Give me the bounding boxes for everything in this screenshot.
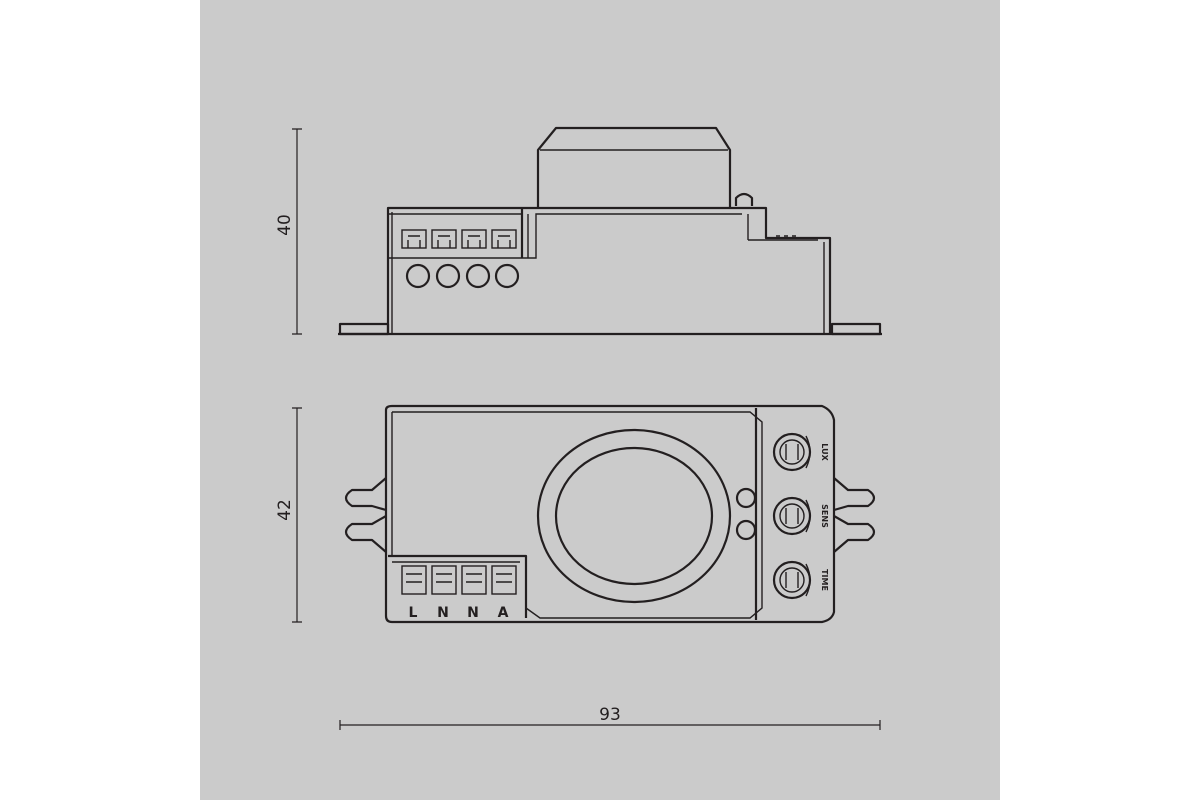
dimension-depth [292, 407, 302, 623]
terminal-label-a: A [498, 605, 509, 621]
terminal-label-n1: N [437, 605, 449, 621]
side-view [338, 126, 882, 336]
terminal-label-l: L [409, 605, 418, 621]
dimension-width [339, 720, 881, 730]
dimension-height-label: 40 [275, 214, 295, 236]
knob-label-time: TIME [820, 569, 829, 591]
knob-time[interactable] [772, 560, 812, 600]
knob-lux[interactable] [772, 432, 812, 472]
terminal-label-n2: N [467, 605, 479, 621]
knob-label-lux: LUX [820, 443, 829, 461]
dimension-depth-label: 42 [275, 499, 295, 521]
drawing-panel [200, 0, 1000, 800]
dimension-height [292, 128, 302, 335]
top-view: LUX SENS TIME L N N A [344, 404, 876, 624]
dimension-width-label: 93 [599, 705, 621, 725]
knob-sens[interactable] [772, 496, 812, 536]
knob-label-sens: SENS [820, 504, 829, 528]
